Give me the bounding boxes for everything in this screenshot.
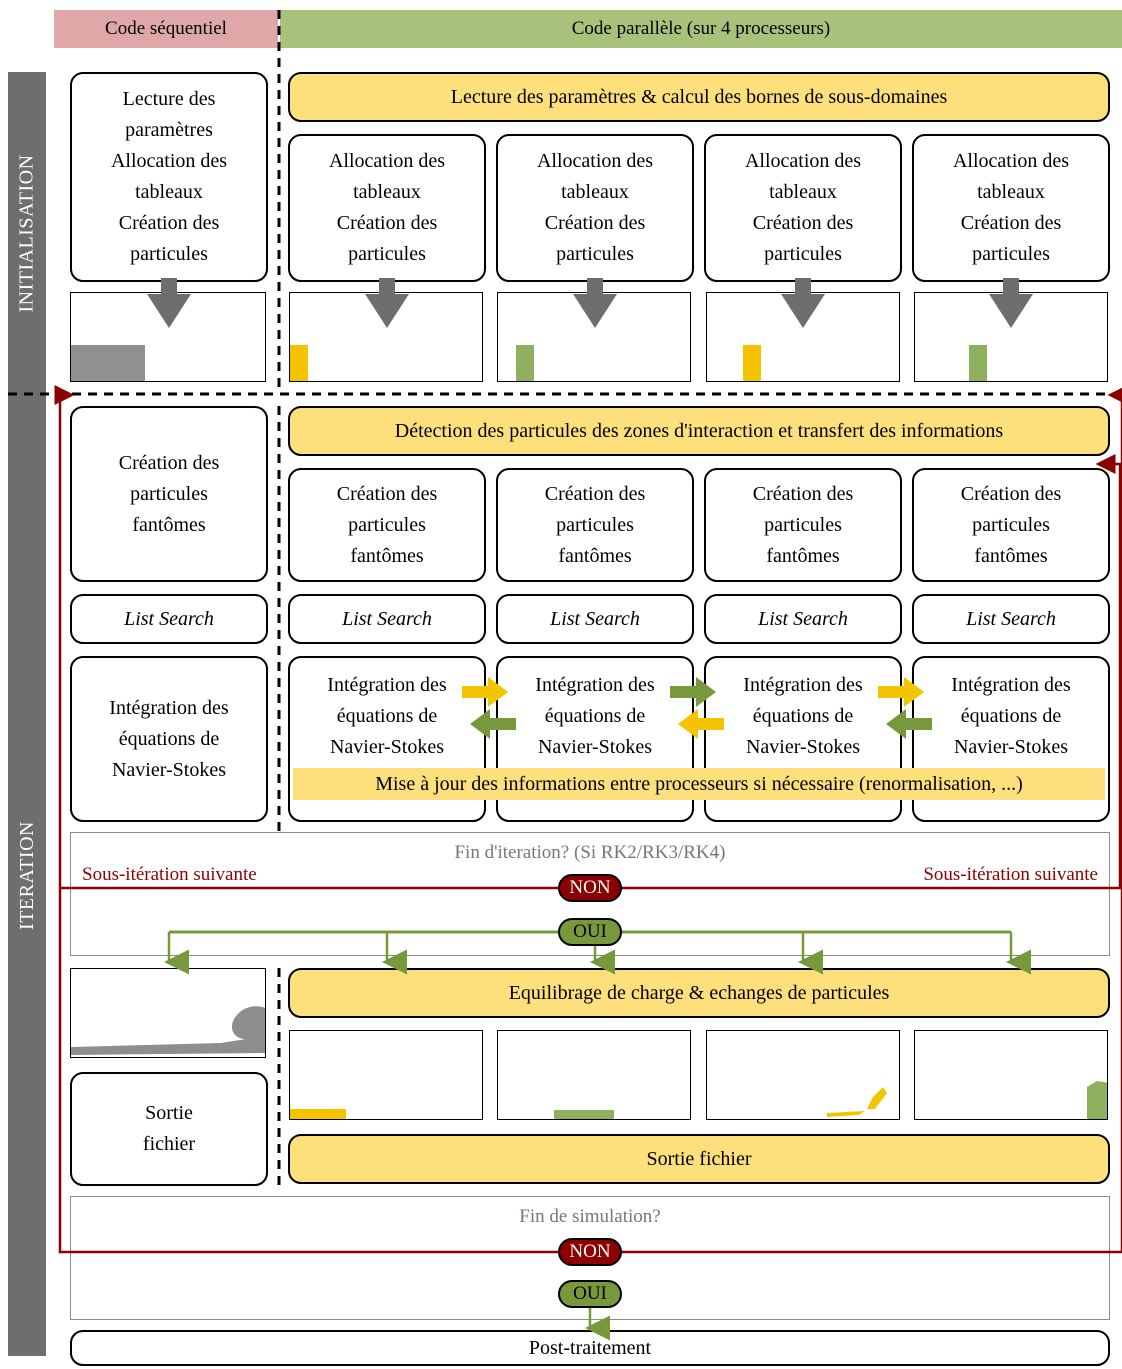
particle-block	[71, 345, 145, 381]
output-seq-domain-image	[70, 968, 266, 1058]
end-simulation-label: Fin de simulation?	[519, 1206, 661, 1227]
iter-seq-ghost-box: Création des particules fantômes	[70, 406, 268, 582]
output-par-domain-image-1	[289, 1030, 483, 1120]
sidebar-iteration: ITERATION	[8, 394, 46, 1356]
sub-iteration-right: Sous-itération suivante	[923, 864, 1098, 885]
particle-block	[969, 345, 987, 381]
iter-seq-integration: Intégration des équations de Navier-Stok…	[70, 656, 268, 822]
wave-shape	[71, 1006, 265, 1055]
particle-block	[290, 1109, 346, 1119]
init-seq-box: Lecture des paramètres Allocation des ta…	[70, 72, 268, 282]
output-par-domain-image-4	[914, 1030, 1108, 1120]
init-par-box-2: Allocation des tableaux Création des par…	[496, 134, 694, 282]
wave-shape	[827, 1087, 887, 1117]
init-par-domain-image-1	[289, 292, 483, 382]
header-parallel: Code parallèle (sur 4 processeurs)	[280, 10, 1122, 48]
sub-iteration-left: Sous-itération suivante	[82, 864, 257, 885]
init-par-box-3: Allocation des tableaux Création des par…	[704, 134, 902, 282]
iter-par-ghost-2: Création des particules fantômes	[496, 468, 694, 582]
header-parallel-label: Code parallèle (sur 4 processeurs)	[571, 18, 831, 39]
non-iteration-pill: NON	[558, 874, 622, 902]
integration-label: Intégration des équations de Navier-Stok…	[327, 674, 447, 758]
particle-block	[743, 345, 761, 381]
iter-par-ghost-1: Création des particules fantômes	[288, 468, 486, 582]
iter-seq-list-search: List Search	[70, 594, 268, 644]
init-par-box-4: Allocation des tableaux Création des par…	[912, 134, 1110, 282]
output-par-domain-image-2	[497, 1030, 691, 1120]
wave-shape	[1087, 1081, 1107, 1119]
init-par-domain-image-4	[914, 292, 1108, 382]
init-seq-domain-image	[70, 292, 266, 382]
iter-par-list-search-3: List Search	[704, 594, 902, 644]
sidebar-initialisation-label: INITIALISATION	[15, 153, 38, 313]
sidebar-iteration-label: ITERATION	[15, 820, 38, 930]
iter-par-list-search-2: List Search	[496, 594, 694, 644]
iter-par-ghost-4: Création des particules fantômes	[912, 468, 1110, 582]
balancing-header: Equilibrage de charge & echanges de part…	[288, 968, 1110, 1018]
end-iteration-label: Fin d'iteration? (Si RK2/RK3/RK4)	[454, 842, 726, 863]
oui-simulation-pill: OUI	[558, 1280, 622, 1308]
header-sequential: Code séquentiel	[54, 10, 278, 48]
detect-header: Détection des particules des zones d'int…	[288, 406, 1110, 456]
output-par-box: Sortie fichier	[288, 1134, 1110, 1184]
init-par-domain-image-2	[497, 292, 691, 382]
iter-par-list-search-1: List Search	[288, 594, 486, 644]
particle-block	[554, 1110, 614, 1119]
output-seq-box: Sortie fichier	[70, 1072, 268, 1186]
update-note: Mise à jour des informations entre proce…	[293, 768, 1105, 800]
init-par-box-1: Allocation des tableaux Création des par…	[288, 134, 486, 282]
oui-iteration-pill: OUI	[558, 918, 622, 946]
init-par-domain-image-3	[706, 292, 900, 382]
iter-par-list-search-4: List Search	[912, 594, 1110, 644]
particle-block	[516, 345, 534, 381]
init-par-header: Lecture des paramètres & calcul des born…	[288, 72, 1110, 122]
integration-label: Intégration des équations de Navier-Stok…	[743, 674, 863, 758]
iter-par-ghost-3: Création des particules fantômes	[704, 468, 902, 582]
post-processing-box: Post-traitement	[70, 1330, 1110, 1366]
output-par-domain-image-3	[706, 1030, 900, 1120]
particle-block	[290, 345, 308, 381]
non-simulation-pill: NON	[558, 1238, 622, 1266]
header-sequential-label: Code séquentiel	[105, 18, 227, 39]
integration-label: Intégration des équations de Navier-Stok…	[535, 674, 655, 758]
sidebar-initialisation: INITIALISATION	[8, 72, 46, 394]
integration-label: Intégration des équations de Navier-Stok…	[951, 674, 1071, 758]
